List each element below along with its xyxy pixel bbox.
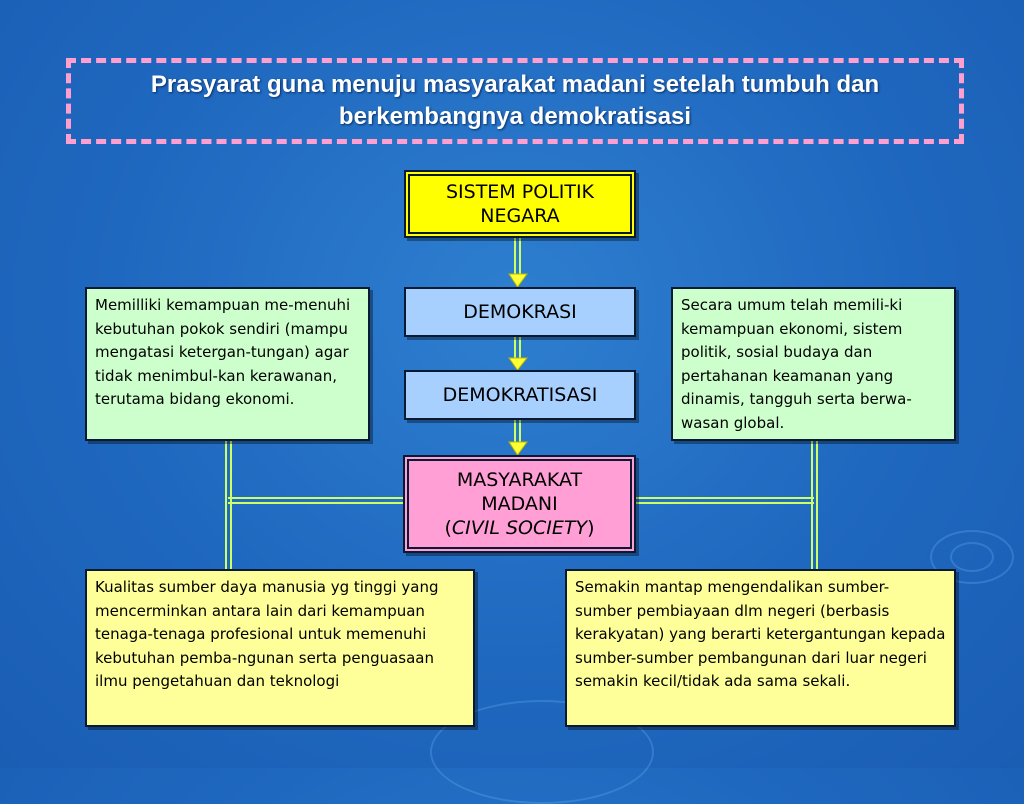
box-right-bottom: Semakin mantap mengendalikan sumber-sumb…: [565, 569, 956, 727]
node-madani-line1: MASYARAKAT: [456, 469, 583, 491]
arrowhead: [508, 273, 528, 288]
box-right-top: Secara umum telah memili-ki kemampuan ek…: [671, 287, 956, 441]
box-left-top: Memilliki kemampuan me-menuhi kebutuhan …: [85, 287, 370, 441]
title-frame: [66, 58, 964, 144]
node-madani-line2: MADANI: [481, 493, 558, 515]
box-left-bottom: Kualitas sumber daya manusia yg tinggi y…: [85, 569, 475, 727]
paren-close: ): [587, 517, 595, 539]
connector-lines: [225, 238, 818, 569]
node-sistem-line2: NEGARA: [480, 205, 560, 227]
node-demokratisasi-label: DEMOKRATISASI: [442, 384, 598, 406]
arrowhead: [508, 441, 528, 456]
civil-society-label: CIVIL SOCIETY: [451, 517, 588, 539]
node-sistem-politik-negara: SISTEM POLITIK NEGARA: [404, 170, 636, 238]
node-demokrasi-label: DEMOKRASI: [463, 301, 577, 323]
node-masyarakat-madani: MASYARAKAT MADANI (CIVIL SOCIETY): [403, 455, 636, 553]
node-madani-line3: (CIVIL SOCIETY): [444, 516, 594, 540]
water-ripple-decoration: [950, 542, 994, 572]
slide-title: Prasyarat guna menuju masyarakat madani …: [150, 71, 880, 130]
water-ripple-decoration: [930, 530, 1014, 584]
node-demokrasi: DEMOKRASI: [404, 287, 636, 337]
node-sistem-line1: SISTEM POLITIK: [445, 181, 595, 203]
arrowhead: [508, 357, 529, 371]
node-demokratisasi: DEMOKRATISASI: [404, 370, 636, 420]
paren-open: (: [444, 517, 452, 539]
